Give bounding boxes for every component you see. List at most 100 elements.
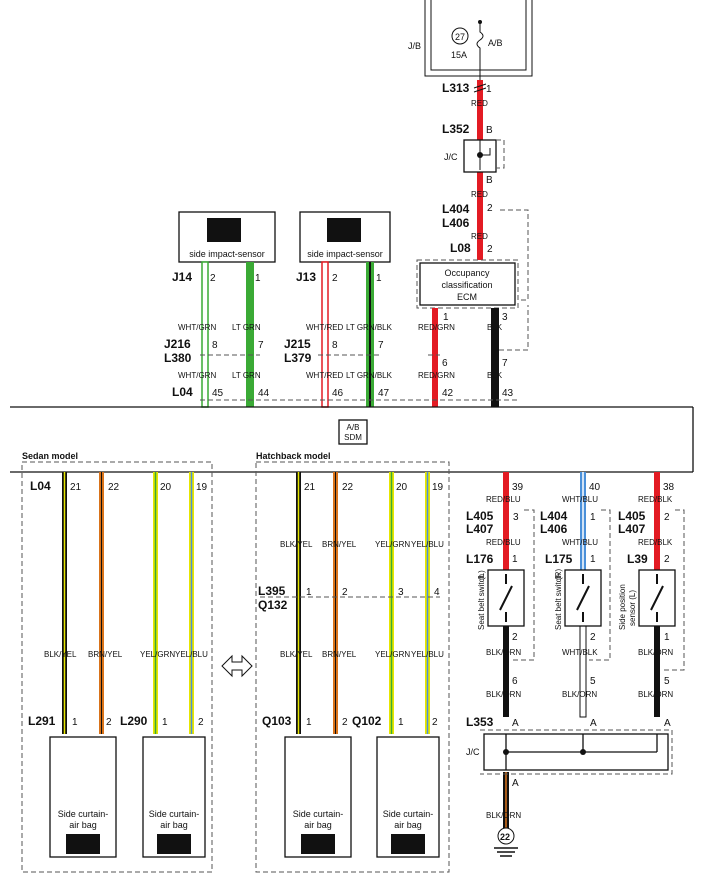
- sw1-color2: RED/BLU: [486, 538, 521, 547]
- j215-pin8: 8: [332, 340, 338, 351]
- sw2-color-out: WHT/BLK: [562, 648, 598, 657]
- wire3-color: WHT/RED: [306, 323, 344, 332]
- sw2-conn-c: L175: [545, 552, 573, 566]
- ecm-pin-right: 3: [502, 312, 508, 323]
- hatch-color3b: YEL/GRN: [375, 650, 410, 659]
- passenger-airbag-icon-sedan: [66, 834, 100, 854]
- hatch-mid-pin2: 2: [342, 587, 348, 598]
- j13-pin-b: 1: [376, 273, 382, 284]
- q102-pin2: 2: [432, 717, 438, 728]
- fuse-name: A/B: [488, 38, 503, 48]
- sw3-pin-out: 1: [664, 632, 670, 643]
- conn-l395: L395: [258, 584, 286, 598]
- hatch-color1b: BLK/YEL: [280, 650, 313, 659]
- l04-pin44: 44: [258, 388, 270, 399]
- hatch-bag-right-label2: air bag: [394, 820, 422, 830]
- l353-pin-a1: A: [512, 718, 519, 729]
- j216-pin8: 8: [212, 340, 218, 351]
- pin-jc-out: B: [486, 175, 493, 186]
- sw1-pin-c: 1: [512, 554, 518, 565]
- j216-pin7: 7: [258, 340, 264, 351]
- sw2-label: Seat belt switch: [554, 574, 563, 630]
- hatch-mid-pin3: 3: [398, 587, 404, 598]
- sdm-icon: [338, 419, 368, 445]
- sw1-pin-ab: 3: [513, 512, 519, 523]
- passenger-airbag-icon: [207, 218, 241, 242]
- wire1-color: WHT/GRN: [178, 323, 216, 332]
- conn-q103: Q103: [262, 714, 292, 728]
- conn-l04-sedan: L04: [30, 479, 51, 493]
- sw3-color-j: BLK/ORN: [638, 690, 673, 699]
- sedan-section: Sedan model L04 21 22 20 19 BLK/YEL BRN/…: [21, 451, 213, 873]
- conn-q132: Q132: [258, 598, 288, 612]
- hatch-color4: YEL/BLU: [411, 540, 444, 549]
- ground-number: 22: [500, 832, 510, 842]
- sw2-color: WHT/BLU: [562, 495, 598, 504]
- sw1-color-j: BLK/ORN: [486, 690, 521, 699]
- sw3-conn-b: L407: [618, 522, 646, 536]
- wire2-color2: LT GRN: [232, 371, 261, 380]
- driver-airbag-icon-hatch: [391, 834, 425, 854]
- sw1-side: (L): [477, 570, 486, 580]
- ecm-pin6: 6: [442, 358, 448, 369]
- ground-color: BLK/ORN: [486, 811, 521, 820]
- hatch-mid-pin4: 4: [434, 587, 440, 598]
- fuse-amp: 15A: [451, 50, 467, 60]
- hatch-bag-left-label2: air bag: [304, 820, 332, 830]
- l291-pin2: 2: [106, 717, 112, 728]
- color-l313: RED: [471, 99, 488, 108]
- switch-contact-icon: [499, 574, 513, 622]
- l290-pin1: 1: [162, 717, 168, 728]
- j14-pin-b: 1: [255, 273, 261, 284]
- conn-j13: J13: [296, 270, 316, 284]
- ground-icon: [494, 847, 518, 857]
- sw2-conn-a: L404: [540, 509, 568, 523]
- sensor-drv-label: side impact-sensor: [307, 249, 383, 259]
- conn-l290: L290: [120, 714, 148, 728]
- sedan-bag-left-label2: air bag: [69, 820, 97, 830]
- sedan-color3: YEL/GRN: [140, 650, 175, 659]
- conn-l08: L08: [450, 241, 471, 255]
- conn-l380: L380: [164, 351, 192, 365]
- pin-l404: 2: [487, 203, 493, 214]
- jc-top-label: J/C: [444, 152, 458, 162]
- conn-l353: L353: [466, 715, 494, 729]
- sw1-conn-b: L407: [466, 522, 494, 536]
- sw2-pin-ab: 1: [590, 512, 596, 523]
- ground-junction: L353 A A A J/C A BLK/ORN 22: [466, 715, 673, 857]
- sdm-label2: SDM: [344, 433, 362, 442]
- ecm-line1: Occupancy: [444, 268, 490, 278]
- hatch-color3: YEL/GRN: [375, 540, 410, 549]
- hatch-bag-left-label1: Side curtain-: [293, 809, 344, 819]
- sedan-pin22: 22: [108, 482, 120, 493]
- l04-pin47: 47: [378, 388, 390, 399]
- fuse-icon: [476, 22, 484, 82]
- sw2-pin-j: 5: [590, 676, 596, 687]
- sdm-label1: A/B: [347, 423, 360, 432]
- sw3-pin-j: 5: [664, 676, 670, 687]
- hatch-bag-right-label1: Side curtain-: [383, 809, 434, 819]
- sedan-title: Sedan model: [22, 451, 78, 461]
- switch-section: 39 40 38 RED/BLU WHT/BLU RED/BLK L405 L4…: [466, 472, 685, 832]
- j13-pin-a: 2: [332, 273, 338, 284]
- sw3-conn-a: L405: [618, 509, 646, 523]
- wire2-color: LT GRN: [232, 323, 261, 332]
- conn-l352: L352: [442, 122, 470, 136]
- conn-l406: L406: [442, 216, 470, 230]
- hatch-pin21: 21: [304, 482, 316, 493]
- hatch-color1: BLK/YEL: [280, 540, 313, 549]
- sw3-pin-ab: 2: [664, 512, 670, 523]
- sw3-color: RED/BLK: [638, 495, 673, 504]
- sedan-bag-right-label1: Side curtain-: [149, 809, 200, 819]
- sw2-color2: WHT/BLU: [562, 538, 598, 547]
- switch-contact-icon: [650, 574, 664, 622]
- hatch-mid-pin1: 1: [306, 587, 312, 598]
- sensor-pass-label: side impact-sensor: [189, 249, 265, 259]
- junction-block: J/B 27 15A A/B: [408, 0, 533, 82]
- sdm-module: A/B SDM: [10, 406, 694, 473]
- wire3-color2: WHT/RED: [306, 371, 344, 380]
- l290-pin2: 2: [198, 717, 204, 728]
- sw1-pin-out: 2: [512, 632, 518, 643]
- sensor-wires: WHT/GRN LT GRN WHT/RED LT GRN/BLK RED/GR…: [164, 261, 529, 408]
- ecm-line2: classification: [441, 280, 492, 290]
